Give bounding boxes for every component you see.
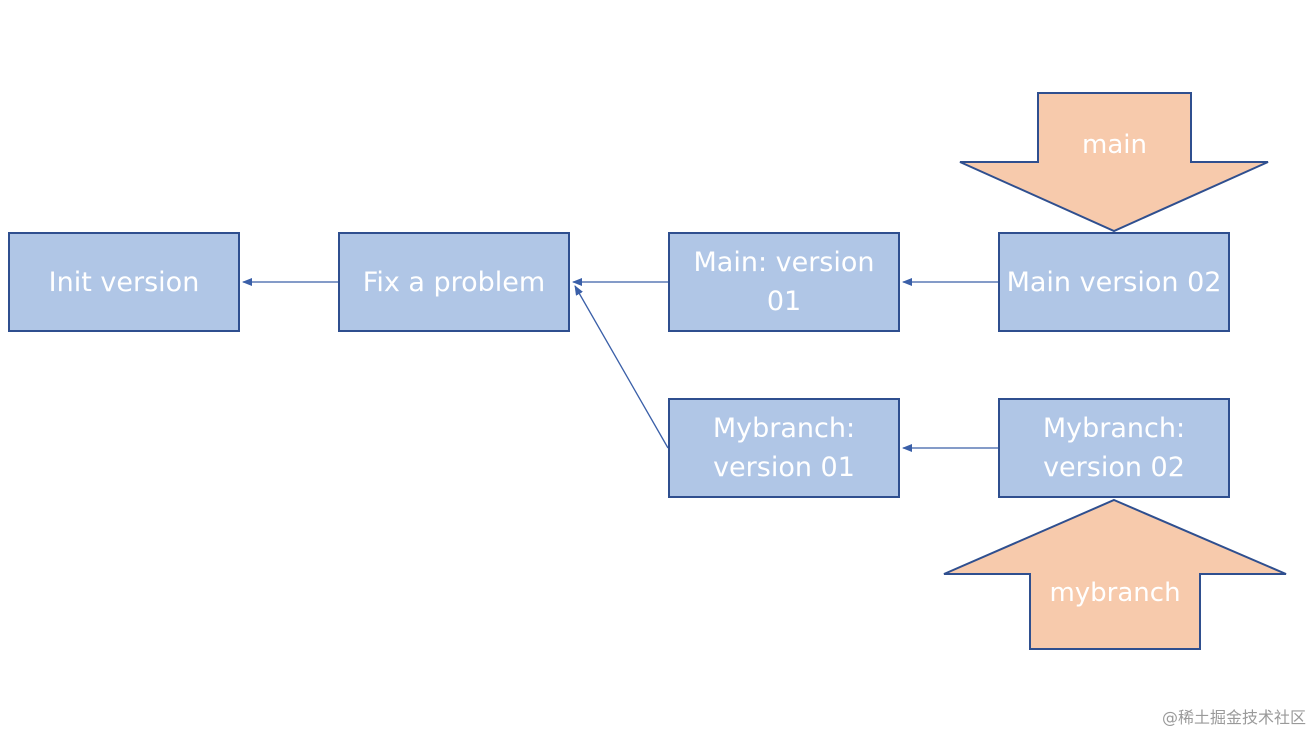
commit-init-version: Init version xyxy=(8,232,240,332)
watermark: @稀土掘金技术社区 xyxy=(1161,708,1306,727)
commit-mybranch-version-02: Mybranch: version 02 xyxy=(998,398,1230,498)
commit-main-version-02: Main version 02 xyxy=(998,232,1230,332)
commit-main-version-01: Main: version 01 xyxy=(668,232,900,332)
commit-mybranch-version-01-label: Mybranch: version 01 xyxy=(712,413,856,483)
mybranch-pointer-label: mybranch xyxy=(1049,578,1181,608)
commit-mybranch-version-02-label: Mybranch: version 02 xyxy=(1042,413,1186,483)
edge-branch-v1-to-fix xyxy=(574,285,669,449)
mybranch-pointer-arrow xyxy=(943,498,1287,650)
commit-fix-a-problem: Fix a problem xyxy=(338,232,570,332)
commit-fix-a-problem-label: Fix a problem xyxy=(362,266,546,298)
commit-main-version-01-label: Main: version 01 xyxy=(693,247,875,317)
main-pointer-arrow xyxy=(959,92,1269,233)
commit-main-version-02-label: Main version 02 xyxy=(1006,266,1222,298)
commit-mybranch-version-01: Mybranch: version 01 xyxy=(668,398,900,498)
commit-init-version-label: Init version xyxy=(48,266,200,298)
main-pointer-label: main xyxy=(1082,130,1147,160)
